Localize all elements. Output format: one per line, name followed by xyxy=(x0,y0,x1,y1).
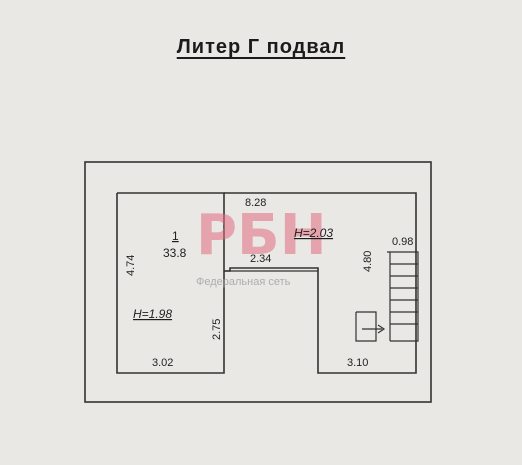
room-2-height: H=2.03 xyxy=(294,226,333,240)
dim-stair-width: 0.98 xyxy=(392,236,413,248)
room-1-walls xyxy=(116,192,225,374)
dim-room1-bottom: 3.02 xyxy=(152,357,173,369)
room-1-height: H=1.98 xyxy=(133,307,172,321)
room-1-area: 33.8 xyxy=(163,246,187,260)
dim-top-width: 8.28 xyxy=(245,197,266,209)
dim-room1-left: 4.74 xyxy=(125,255,137,276)
dim-bottom-right: 3.10 xyxy=(347,357,368,369)
dim-right-vertical: 4.80 xyxy=(362,251,374,272)
plan-title: Литер Г подвал xyxy=(176,36,346,58)
dim-inner-vertical: 2.75 xyxy=(211,319,223,340)
staircase xyxy=(355,251,419,342)
room-1-number: 1 xyxy=(172,229,179,243)
dim-inner-top: 2.34 xyxy=(250,253,271,265)
outer-wall xyxy=(84,161,432,403)
